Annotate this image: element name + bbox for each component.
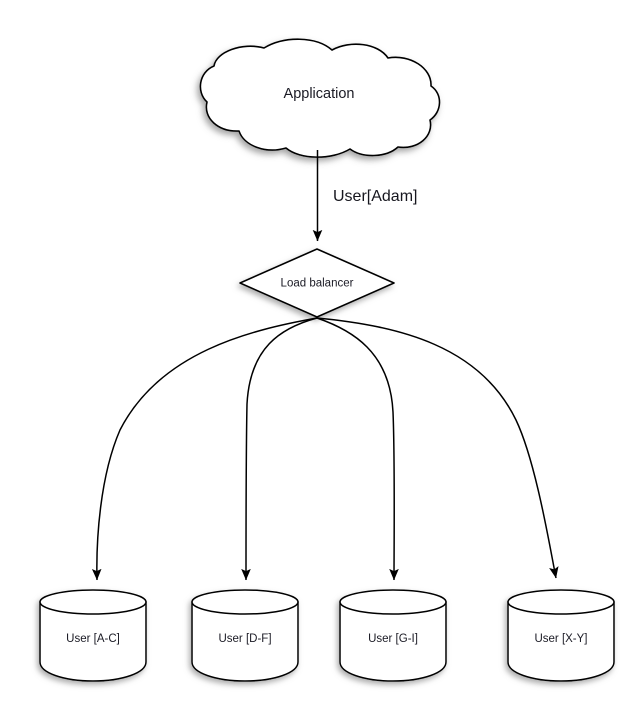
database-2-body [191, 601, 299, 682]
node-database-3[interactable]: User [G-I] [339, 589, 447, 682]
node-database-4[interactable]: User [X-Y] [507, 589, 615, 682]
database-4-body [507, 601, 615, 682]
cloud-label: Application [284, 86, 355, 102]
database-1-top [39, 589, 147, 615]
database-2-label: User [D-F] [218, 633, 271, 645]
edge-lb-to-db-3 [316, 317, 399, 581]
node-application[interactable]: Application [199, 38, 441, 158]
database-3-top [339, 589, 447, 615]
cloud-shape [199, 38, 441, 158]
edge-lb-to-db-4 [316, 317, 559, 579]
node-database-1[interactable]: User [A-C] [39, 589, 147, 682]
database-1-body [39, 601, 147, 682]
database-3-body [339, 601, 447, 682]
database-4-label: User [X-Y] [534, 633, 587, 645]
diamond-shape [239, 248, 395, 318]
database-3-label: User [G-I] [368, 633, 418, 645]
database-2-top [191, 589, 299, 615]
edge-label-user-adam: User[Adam] [333, 188, 417, 205]
database-1-label: User [A-C] [66, 633, 120, 645]
edge-lb-to-db-1 [91, 317, 318, 581]
node-database-2[interactable]: User [D-F] [191, 589, 299, 682]
node-load-balancer[interactable]: Load balancer [239, 248, 395, 318]
edges-lb-to-databases [91, 317, 559, 581]
database-4-top [507, 589, 615, 615]
edge-lb-to-db-2 [241, 317, 318, 581]
load-balancer-label: Load balancer [281, 278, 354, 290]
